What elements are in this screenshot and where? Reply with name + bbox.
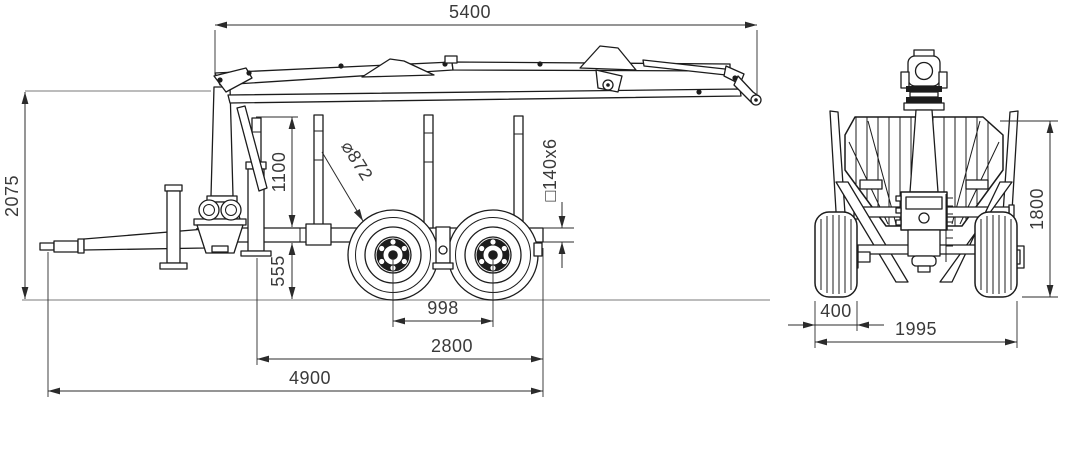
dim-label-4900: 4900 — [289, 368, 331, 388]
front-support-leg — [159, 184, 188, 270]
crane — [193, 45, 762, 254]
dim-label-140x6: □140x6 — [540, 139, 560, 202]
lift-cylinder — [236, 105, 268, 192]
boom-top-slat — [642, 59, 736, 77]
bolt-rack — [945, 194, 953, 262]
dim-label-2075: 2075 — [2, 175, 22, 217]
dim-label-400: 400 — [820, 301, 852, 321]
boom-gusset — [361, 58, 435, 78]
dim-label-1100: 1100 — [269, 152, 289, 193]
drawbar — [39, 222, 214, 254]
stake — [513, 115, 524, 229]
dim-overall-length: 4900 — [47, 252, 544, 397]
dim-label-555: 555 — [268, 255, 288, 287]
dim-label-5400: 5400 — [449, 2, 491, 22]
dim-crane-reach: 5400 — [214, 2, 758, 95]
bogie-pivot — [435, 226, 451, 264]
dim-label-1800: 1800 — [1027, 188, 1047, 230]
dim-2800: 2800 — [256, 248, 544, 365]
crane-base — [193, 199, 247, 254]
corner-stake — [829, 110, 847, 229]
dim-bogie-spacing: 998 — [392, 258, 494, 327]
bogie-wheels — [348, 210, 543, 300]
dim-frame-height: 555 — [268, 243, 296, 299]
dim-overall-height: 2075 — [2, 92, 29, 299]
rear-wheel-left — [814, 211, 858, 298]
stake — [313, 114, 324, 229]
dimensions-side: 5400 2075 1100 555 ⌀872 — [2, 2, 758, 397]
dim-label-2800: 2800 — [431, 336, 473, 356]
stake — [423, 114, 434, 229]
boom-gusset — [579, 45, 637, 71]
dim-overall-width: 1995 — [814, 301, 1018, 348]
dim-stake-height: 1100 — [256, 116, 298, 227]
dim-frame-profile: □140x6 — [540, 139, 574, 268]
dimensions-rear: 1800 400 1995 — [788, 120, 1058, 348]
dim-load-height: 1800 — [1000, 120, 1058, 298]
stake-holder — [305, 223, 332, 246]
rear-wheel-right — [974, 211, 1018, 298]
dim-wheel-diameter: ⌀872 — [321, 137, 377, 222]
dim-label-998: 998 — [427, 298, 459, 318]
dim-label-1995: 1995 — [895, 319, 937, 339]
rear-view: 1800 400 1995 — [788, 49, 1058, 348]
side-view: 5400 2075 1100 555 ⌀872 — [2, 2, 770, 397]
rear-crane-column — [895, 49, 953, 273]
dim-tire-width: 400 — [788, 301, 884, 331]
dim-label-872: ⌀872 — [337, 137, 377, 184]
crane-boom — [213, 45, 762, 106]
